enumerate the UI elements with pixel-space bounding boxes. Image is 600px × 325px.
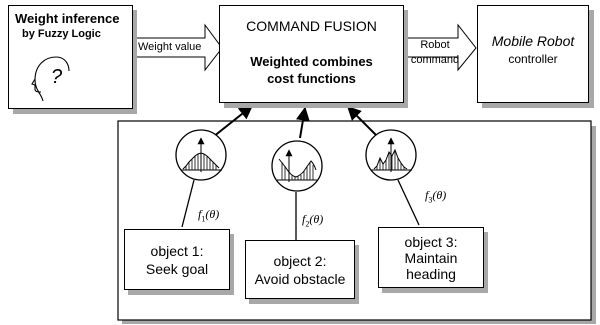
arrow-f3-to-fusion xyxy=(347,106,379,138)
weight-inference-subtitle: by Fuzzy Logic xyxy=(22,28,101,40)
function-label-f1-sub: 1 xyxy=(201,214,206,224)
arrow-f2-to-fusion xyxy=(296,106,310,139)
function-label-f1-arg: (θ) xyxy=(205,207,220,221)
arrow-f1-to-fusion xyxy=(212,105,254,138)
command-fusion-box: COMMAND FUSION Weighted combines cost fu… xyxy=(219,5,404,103)
mobile-robot-box: Mobile Robot controller xyxy=(477,5,589,103)
command-fusion-body-line1: Weighted combines xyxy=(250,54,373,69)
weight-inference-box: Weight inference by Fuzzy Logic ? xyxy=(8,5,133,109)
object-2-line1: object 2: xyxy=(273,252,327,269)
command-fusion-body: Weighted combines cost functions xyxy=(220,53,403,87)
function-label-f3: f3(θ) xyxy=(425,188,446,204)
connector-object-3 xyxy=(397,179,420,226)
object-1-line1: object 1: xyxy=(150,242,204,259)
robot-command-label-line2: command xyxy=(410,54,460,66)
cost-function-1-icon xyxy=(175,129,227,181)
function-label-f3-sub: 3 xyxy=(428,195,433,205)
function-label-f1: f1(θ) xyxy=(198,207,219,223)
svg-text:?: ? xyxy=(51,66,63,88)
object-2-box: object 2: Avoid obstacle xyxy=(245,240,355,299)
object-1-line2: Seek goal xyxy=(145,260,209,277)
function-label-f2-sub: 2 xyxy=(305,219,310,229)
object-2-line2: Avoid obstacle xyxy=(254,270,346,287)
function-label-f2-arg: (θ) xyxy=(309,212,324,226)
function-label-f3-arg: (θ) xyxy=(432,188,447,202)
robot-command-arrow xyxy=(406,23,477,72)
function-label-f1-base: f xyxy=(198,207,202,221)
cost-function-3-icon xyxy=(365,129,417,181)
object-3-box: object 3: Maintain heading xyxy=(378,227,484,288)
thinking-head-icon: ? xyxy=(31,56,70,102)
function-label-f3-base: f xyxy=(425,188,429,202)
cost-function-2-icon xyxy=(271,140,323,192)
command-fusion-title: COMMAND FUSION xyxy=(246,18,377,34)
robot-command-label: Robot command xyxy=(406,38,464,68)
weight-value-arrow xyxy=(132,23,223,72)
connector-object-1 xyxy=(181,179,195,228)
weight-inference-title: Weight inference xyxy=(15,11,120,26)
mobile-robot-subtitle: controller xyxy=(508,51,558,66)
function-label-f2: f2(θ) xyxy=(302,212,323,228)
object-3-line1: object 3: xyxy=(404,233,458,250)
object-3-line3: heading xyxy=(406,265,456,282)
command-fusion-body-line2: cost functions xyxy=(267,71,356,86)
object-1-box: object 1: Seek goal xyxy=(124,229,230,290)
function-label-f2-base: f xyxy=(302,212,306,226)
mobile-robot-title: Mobile Robot xyxy=(491,32,575,49)
robot-command-label-line1: Robot xyxy=(420,39,450,51)
weight-value-label: Weight value xyxy=(138,41,202,53)
object-3-line2: Maintain xyxy=(404,249,458,266)
